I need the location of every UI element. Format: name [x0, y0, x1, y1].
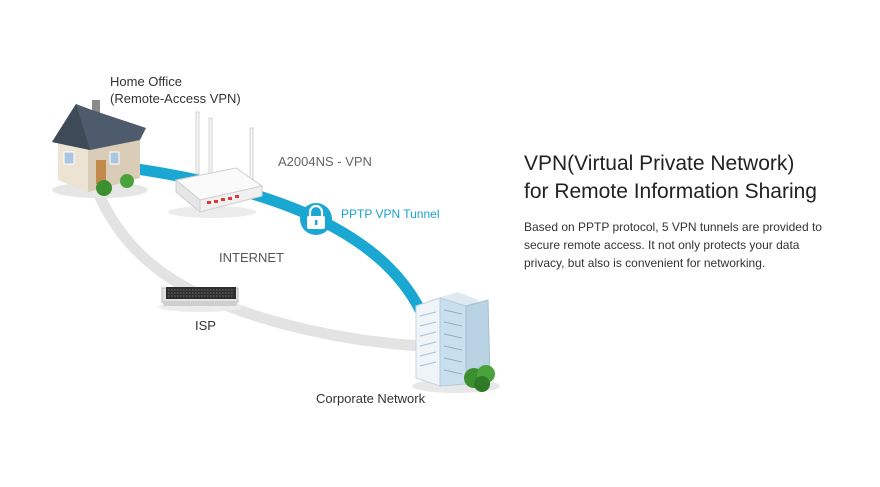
- home-office-label-line2: (Remote-Access VPN): [110, 91, 241, 106]
- info-title: VPN(Virtual Private Network) for Remote …: [524, 150, 864, 206]
- isp-label: ISP: [195, 318, 216, 333]
- isp-server-icon: [158, 287, 242, 312]
- lock-icon: [300, 203, 332, 235]
- house-icon: [52, 100, 148, 198]
- building-icon: [412, 292, 500, 393]
- router-icon: [168, 111, 264, 218]
- home-office-label-line1: Home Office: [110, 74, 183, 89]
- info-panel: VPN(Virtual Private Network) for Remote …: [524, 150, 864, 272]
- info-title-line2: for Remote Information Sharing: [524, 180, 817, 203]
- info-title-line1: VPN(Virtual Private Network): [524, 152, 795, 175]
- router-label: A2004NS - VPN: [278, 154, 372, 169]
- corporate-network-label: Corporate Network: [316, 391, 426, 406]
- home-office-label: Home Office (Remote-Access VPN): [110, 73, 241, 107]
- tunnel-label: PPTP VPN Tunnel: [341, 207, 440, 221]
- internet-label: INTERNET: [219, 250, 284, 265]
- info-description: Based on PPTP protocol, 5 VPN tunnels ar…: [524, 220, 822, 270]
